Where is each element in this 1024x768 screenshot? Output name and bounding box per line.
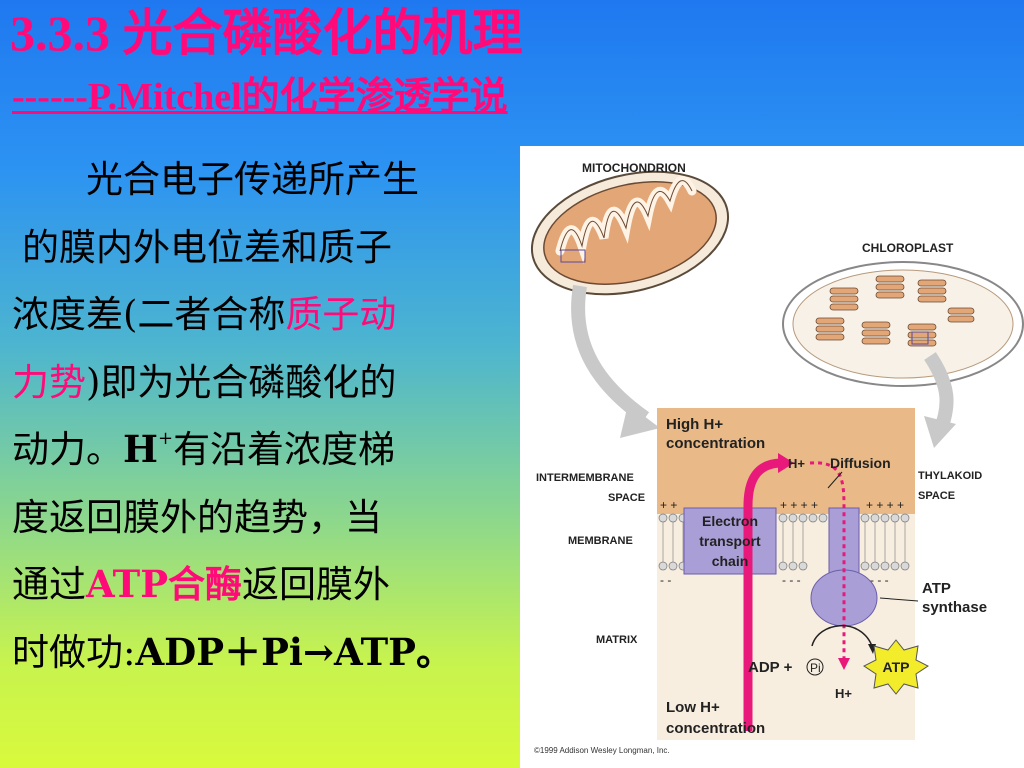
chloroplast-illustration — [782, 261, 1024, 387]
intermembrane-label-2: SPACE — [608, 492, 645, 504]
body-line-1: 光合电子传递所产生 — [12, 146, 502, 214]
chloroplast-label: CHLOROPLAST — [862, 241, 954, 255]
intermembrane-label-1: INTERMEMBRANE — [536, 472, 634, 484]
title-block: 3.3.3 光合磷酸化的机理 — [10, 4, 523, 62]
svg-text:+ +: + + — [660, 498, 677, 512]
proton-symbol: H — [123, 427, 158, 471]
atp-product-label: ATP — [883, 659, 910, 675]
body-line-4: 力势)即为光合磷酸化的 — [12, 349, 502, 417]
matrix-label: MATRIX — [596, 634, 638, 646]
etc-label-2: transport — [699, 533, 761, 549]
svg-text:- -: - - — [660, 573, 671, 587]
diffusion-arrowhead-icon — [838, 658, 850, 670]
proton-pump-arrowhead-icon — [778, 453, 794, 473]
mitochondrion-arrowhead-icon — [620, 404, 660, 438]
h-plus-top-label: H+ — [788, 456, 805, 471]
membrane-label: MEMBRANE — [568, 535, 633, 547]
body-text-5d: 有沿着浓度梯 — [173, 428, 396, 471]
body-text-6: 度返回膜外的趋势，当 — [12, 495, 382, 539]
high-h-label-1: High H+ — [666, 416, 723, 433]
proton-motive-term-1: 质子动 — [285, 293, 397, 336]
body-text-7a: 通过 — [12, 563, 86, 606]
body-line-7: 通过ATP合酶返回膜外 — [12, 551, 502, 619]
mitochondrion-zoom-arrow-icon — [571, 284, 650, 424]
etc-label-3: chain — [712, 553, 749, 569]
svg-text:+ + + +: + + + + — [780, 498, 818, 512]
atp-synthase-term: ATP合酶 — [86, 562, 243, 606]
copyright-text: ©1999 Addison Wesley Longman, Inc. — [534, 746, 670, 755]
atp-synthase-label-2: synthase — [922, 599, 987, 616]
thylakoid-label-1: THYLAKOID — [918, 470, 982, 482]
proton-motive-term-2: 力势 — [12, 360, 86, 404]
page-subtitle: ------P.Mitchel的化学渗透学说 — [12, 76, 508, 118]
phosphorylation-arrow-icon — [811, 625, 873, 647]
low-h-label-2: concentration — [666, 720, 765, 737]
body-line-3: 浓度差(二者合称质子动 — [12, 281, 502, 349]
reaction-equation: ADP＋Pi→ATP。 — [135, 629, 454, 674]
body-text-7c: 返回膜外 — [242, 563, 391, 606]
body-text-5a: 动力。 — [12, 428, 123, 471]
mitochondrion-illustration — [530, 170, 730, 296]
body-line-8: 时做功:ADP＋Pi→ATP。 — [12, 619, 502, 687]
proton-charge: + — [157, 428, 174, 449]
body-line-6: 度返回膜外的趋势，当 — [12, 484, 502, 552]
body-line-2: 的膜内外电位差和质子 — [12, 214, 502, 282]
adp-label: ADP + — [748, 659, 793, 676]
svg-text:- - -: - - - — [782, 573, 801, 587]
chemiosmosis-figure: MITOCHONDRION CHLOROPLAST — [520, 146, 1024, 768]
body-text-8a: 时做功: — [12, 630, 136, 674]
svg-text:+ + + +: + + + + — [866, 498, 904, 512]
body-text-4b: )即为光合磷酸化的 — [86, 360, 397, 404]
atp-synthase-label-1: ATP — [922, 580, 951, 597]
low-h-label-1: Low H+ — [666, 699, 720, 716]
body-text-2: 的膜内外电位差和质子 — [22, 225, 392, 269]
svg-text:- - -: - - - — [870, 573, 889, 587]
body-text: 光合电子传递所产生 的膜内外电位差和质子 浓度差(二者合称质子动 力势)即为光合… — [12, 146, 502, 686]
synthase-pointer-line — [879, 597, 919, 602]
phosphate-circle-icon — [806, 658, 824, 676]
body-line-5: 动力。H+有沿着浓度梯 — [12, 416, 502, 484]
mitochondrion-label: MITOCHONDRION — [582, 161, 686, 175]
body-text-1: 光合电子传递所产生 — [86, 158, 419, 201]
atp-starburst-icon — [863, 639, 929, 695]
diffusion-label: Diffusion — [830, 455, 891, 471]
body-text-3a: 浓度差(二者合称 — [12, 293, 286, 336]
diffusion-pointer-line — [827, 471, 843, 489]
page-title: 3.3.3 光合磷酸化的机理 — [10, 5, 523, 61]
chloroplast-arrowhead-icon — [924, 416, 956, 448]
proton-pump-arrow-icon — [743, 458, 781, 731]
high-h-label-2: concentration — [666, 435, 765, 452]
thylakoid-label-2: SPACE — [918, 490, 955, 502]
pi-label: Pi — [810, 661, 821, 675]
h-plus-bottom-label: H+ — [835, 686, 852, 701]
etc-label-1: Electron — [702, 513, 758, 529]
